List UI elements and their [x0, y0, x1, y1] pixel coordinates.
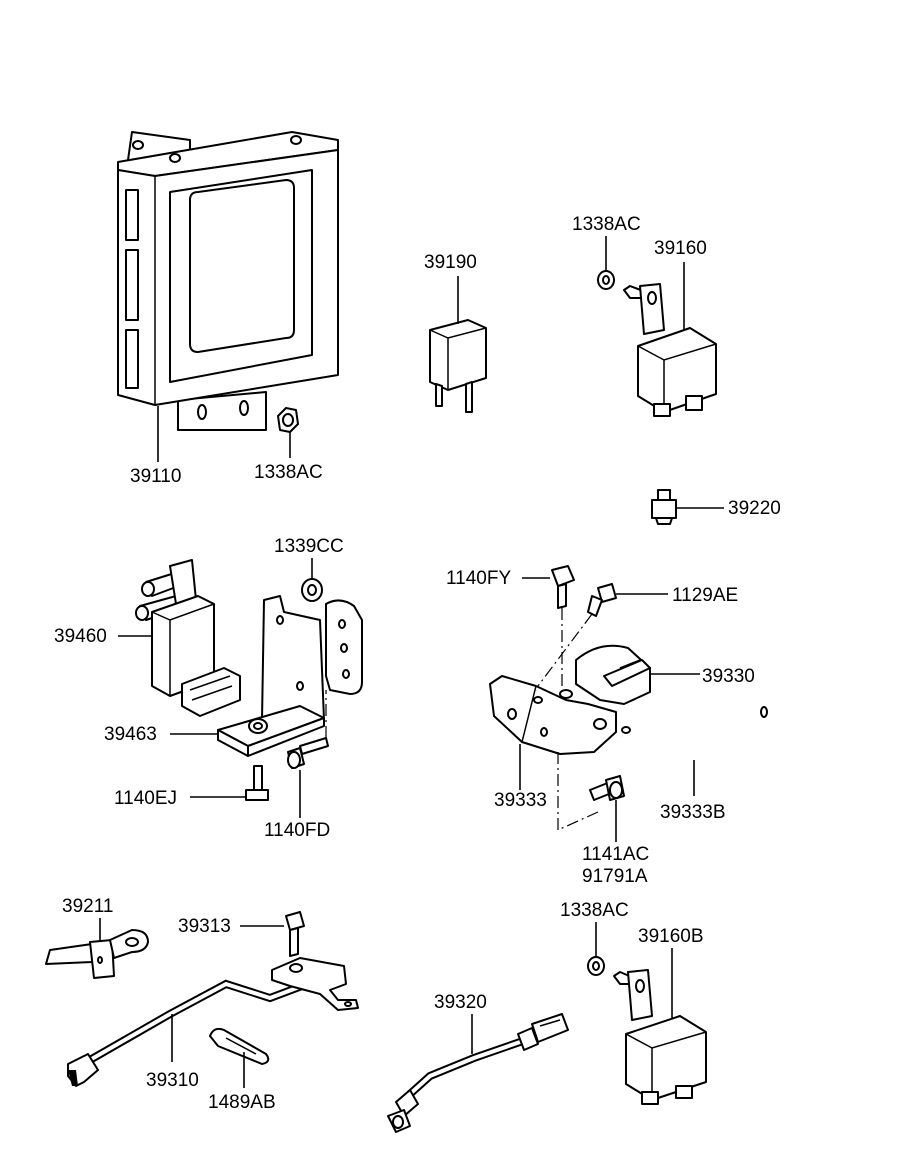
label-1140EJ: 1140EJ [114, 788, 177, 809]
label-1338AC-a: 1338AC [254, 462, 323, 483]
clip-1489AB[interactable] [209, 1027, 270, 1065]
label-1338AC-c: 1338AC [560, 900, 629, 921]
label-39211: 39211 [62, 896, 113, 917]
sensor-39320[interactable] [387, 1013, 569, 1133]
label-39190: 39190 [424, 252, 477, 273]
sensor-bracket-39333[interactable] [489, 675, 617, 755]
bolt-1140FD[interactable] [287, 737, 329, 769]
relay-39160B[interactable] [625, 969, 707, 1105]
nut-1338AC-a[interactable] [277, 407, 299, 433]
bolt-39313[interactable] [285, 911, 305, 957]
map-sensor-39330[interactable] [559, 644, 651, 705]
ecu-module-39110[interactable] [117, 131, 339, 431]
label-39320: 39320 [434, 992, 487, 1013]
nut-1339CC[interactable] [301, 578, 323, 602]
label-39333B: 39333B [660, 802, 726, 823]
label-39110: 39110 [130, 466, 181, 487]
bolt-1140EJ[interactable] [245, 765, 269, 801]
relay-39190[interactable] [429, 319, 487, 413]
label-1129AE: 1129AE [672, 585, 738, 606]
bolt-1140FY[interactable] [551, 565, 575, 609]
label-39463: 39463 [104, 724, 157, 745]
label-1489AB: 1489AB [208, 1092, 276, 1113]
label-1141AC: 1141AC [582, 844, 649, 865]
bolt-1129AE[interactable] [587, 583, 617, 617]
nut-1338AC-b[interactable] [597, 270, 615, 290]
label-91791A: 91791A [582, 866, 648, 887]
vacuum-hose-39333B[interactable] [619, 706, 768, 761]
label-39160: 39160 [654, 238, 707, 259]
label-1140FD: 1140FD [264, 820, 330, 841]
sensor-39220[interactable] [651, 489, 677, 525]
label-39333: 39333 [494, 790, 547, 811]
relay-39160[interactable] [637, 283, 717, 417]
bracket-39463[interactable] [217, 595, 363, 757]
label-1140FY: 1140FY [446, 568, 511, 589]
label-39310: 39310 [146, 1070, 199, 1091]
label-1339CC: 1339CC [274, 536, 344, 557]
dash-1141AC [557, 752, 599, 831]
solenoid-valve-39460[interactable] [135, 559, 241, 717]
nut-1338AC-c[interactable] [587, 956, 605, 976]
sensor-39211[interactable] [45, 929, 149, 979]
label-39160B: 39160B [638, 926, 704, 947]
label-39460: 39460 [54, 626, 107, 647]
label-39330: 39330 [702, 666, 755, 687]
label-1338AC-b: 1338AC [572, 214, 641, 235]
dash-1129AE [531, 613, 593, 695]
label-39220: 39220 [728, 498, 781, 519]
label-39313: 39313 [178, 916, 231, 937]
bolt-1141AC[interactable] [589, 775, 625, 801]
harness-39310[interactable] [67, 957, 359, 1087]
